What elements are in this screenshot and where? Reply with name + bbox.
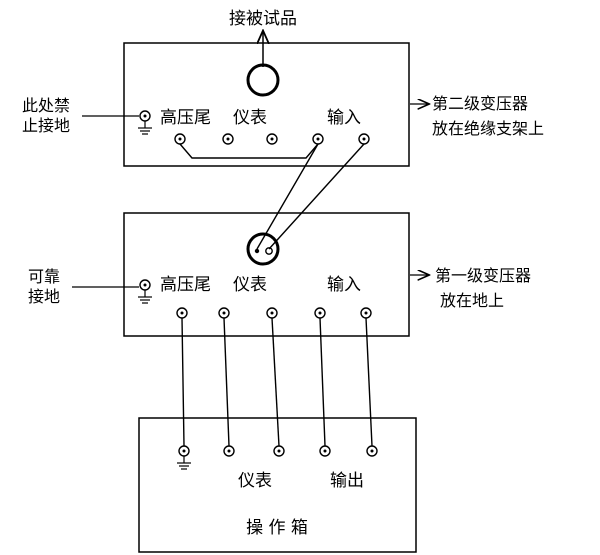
upper-terminal-meter-2: [266, 133, 278, 145]
upper-meter-label: 仪表: [233, 108, 267, 128]
middle-ground-terminal: [138, 279, 152, 304]
upper-terminal-hv-tail: [174, 133, 186, 145]
upper-right-note-line2: 放在绝缘支架上: [432, 119, 544, 138]
middle-meter-label: 仪表: [233, 275, 267, 295]
upper-left-note-line2: 止接地: [22, 116, 70, 135]
upper-terminal-input-1: [312, 133, 324, 145]
middle-terminal-input-1: [314, 307, 326, 319]
middle-left-note-line1: 可靠: [28, 267, 60, 286]
console-terminal-meter-2: [273, 445, 285, 457]
upper-internal-link: [179, 143, 319, 159]
cable-output-2: [365, 317, 373, 447]
console-meter-label: 仪表: [238, 471, 272, 491]
hv-bushing-upper: [246, 63, 280, 97]
upper-terminal-meter-1: [222, 133, 234, 145]
middle-left-note-line2: 接地: [28, 287, 60, 306]
control-console-box: [138, 417, 417, 553]
console-terminal-output-1: [319, 445, 331, 457]
upper-input-label: 输入: [327, 108, 361, 128]
middle-right-note-line1: 第一级变压器: [435, 266, 531, 285]
upper-terminal-input-2: [358, 133, 370, 145]
middle-terminal-meter-2: [266, 307, 278, 319]
test-object-label: 接被试品: [229, 9, 297, 29]
middle-terminal-hv-tail: [176, 307, 188, 319]
console-title: 操 作 箱: [246, 518, 308, 538]
middle-terminal-input-2: [360, 307, 372, 319]
middle-input-label: 输入: [327, 275, 361, 295]
upper-right-note-line1: 第二级变压器: [432, 94, 528, 113]
cross-wire-1: [256, 143, 319, 250]
cross-wire-2: [268, 143, 365, 250]
console-terminal-meter-1: [223, 445, 235, 457]
second-stage-transformer-box: [123, 42, 410, 167]
console-output-label: 输出: [330, 471, 364, 491]
middle-terminal-meter-1: [218, 307, 230, 319]
first-stage-transformer-box: [123, 212, 410, 337]
cable-ground: [181, 317, 185, 447]
hv-bushing-middle: [246, 232, 280, 266]
cable-meter-1: [223, 317, 230, 447]
upper-hv-tail-label: 高压尾: [160, 108, 211, 128]
bushing-contact-right: [265, 247, 273, 255]
bushing-contact-left: [254, 248, 260, 254]
console-terminal-output-2: [366, 445, 378, 457]
middle-right-note-line2: 放在地上: [440, 291, 504, 310]
cable-output-1: [319, 317, 326, 447]
upper-ground-terminal: [138, 110, 152, 135]
cable-meter-2: [271, 317, 280, 447]
upper-left-note-line1: 此处禁: [22, 96, 70, 115]
console-ground-terminal: [177, 445, 191, 470]
middle-hv-tail-label: 高压尾: [160, 275, 211, 295]
